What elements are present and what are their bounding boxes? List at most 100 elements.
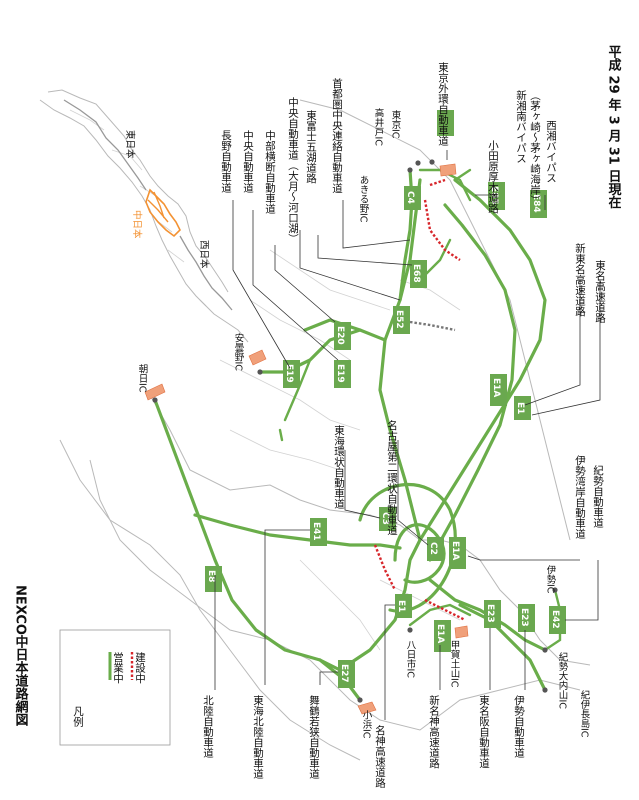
label-nagano: 長野自動車道 <box>220 130 232 193</box>
ic-label-takaido: 高井戸IC <box>373 107 385 146</box>
label-kisei: 紀勢自動車道 <box>592 464 604 528</box>
road-odawara <box>453 168 472 182</box>
road-hokuriku <box>153 398 342 672</box>
code-e19b: E19 <box>335 364 345 383</box>
label-tokai-kanjo: 東海環状自動車道 <box>333 424 345 509</box>
flag-azumino <box>248 349 267 366</box>
road-tokai-kanjo <box>358 483 457 613</box>
code-e68: E68 <box>411 264 421 283</box>
ic-label-azumino: 安曇野IC <box>233 332 245 371</box>
code-e19a: E19 <box>284 364 294 383</box>
ic-markers <box>144 159 558 715</box>
code-e1a: E1 <box>515 402 525 414</box>
label-hokuriku: 北陸自動車道 <box>202 695 214 758</box>
label-chubu-odan: 中部横断自動車道 <box>264 129 276 214</box>
code-e1aa: E1A <box>491 378 501 397</box>
ic-label-kokashi: 甲賀土山IC <box>449 640 461 688</box>
ic-label-iseic: 伊勢IC <box>545 564 557 593</box>
legend: 凡例 営業中 建設中 <box>59 629 171 746</box>
ic-dot-tokyo <box>429 159 435 165</box>
road-e20-loop <box>303 318 362 332</box>
code-e84: E84 <box>531 194 541 213</box>
code-e20: E20 <box>335 326 345 345</box>
map-title: NEXCO中日本道路網図 <box>13 585 29 727</box>
code-e41: E41 <box>311 522 321 541</box>
code-e1ab: E1A <box>450 541 460 560</box>
label-higashifuji: 東富士五湖道路 <box>305 109 317 184</box>
ic-dot-kiinagashima <box>542 687 548 693</box>
code-e27: E27 <box>339 664 349 683</box>
code-e1b: E1 <box>396 600 406 612</box>
inset-east-label: 東日本 <box>124 130 136 159</box>
ic-label-obama: 小浜IC <box>361 710 373 739</box>
road-tomei <box>418 178 547 542</box>
legend-box <box>59 629 171 746</box>
road-ise <box>458 603 547 692</box>
code-e1ac: E1A <box>435 624 445 643</box>
label-nagoya2: 名古屋第二環状自動車道 <box>386 419 398 535</box>
ic-dot-obama <box>357 697 363 703</box>
flag-kokashi <box>454 625 469 639</box>
ic-label-yokkaichi: 八日市IC <box>405 640 417 678</box>
flag-asahi <box>144 383 166 401</box>
road-labels: 長野自動車道 中央自動車道 中部横断自動車道 中央自動車道（大月〜河口湖） 東富… <box>202 61 606 789</box>
inset-japan-map: 東日本 中日本 西日本 <box>39 89 249 343</box>
code-c4: C4 <box>405 191 415 204</box>
ic-dot-iseic <box>552 587 558 593</box>
constr-shinmeishin <box>424 598 466 622</box>
label-tomei: 東名高速道路 <box>594 259 606 324</box>
road-tokai-hokuriku <box>193 513 402 550</box>
label-chuo: 中央自動車道 <box>242 129 254 193</box>
ic-dot-asahi <box>152 397 158 403</box>
label-maizuru: 舞鶴若狭自動車道 <box>308 695 320 779</box>
ic-label-kiinagashima: 紀伊長島IC <box>579 689 591 737</box>
code-c2: C2 <box>428 542 438 555</box>
label-chuo-fuji: 中央自動車道（大月〜河口湖） <box>287 96 299 244</box>
label-odawara: 小田原厚木道路 <box>487 140 499 214</box>
label-higashimeihan: 東名阪自動車道 <box>478 694 490 768</box>
label-shinsho-sub: （茅ヶ崎〜茅ヶ崎海岸） <box>529 90 541 206</box>
label-seisho: 西湘バイパス <box>545 120 557 183</box>
label-shinsho: 新湘南バイパス <box>515 89 527 163</box>
ic-dot-takaido <box>415 160 421 166</box>
road-shintomei <box>428 203 517 562</box>
label-tokyo-gaikan: 東京外環自動車道 <box>437 61 449 146</box>
ic-label-asahi: 朝日IC <box>137 364 149 393</box>
ic-dot-kiseiouchiyama <box>542 647 548 653</box>
ic-labels: 高井戸IC 東京IC あきる野IC 安曇野IC 朝日IC 小浜IC 八日市IC … <box>137 107 591 738</box>
label-shintomei: 新東名高速道路 <box>574 242 586 317</box>
ic-label-kiseiouchiyama: 紀勢大内山IC <box>557 651 569 709</box>
code-box-c3a <box>437 110 454 136</box>
road-shinmeishin <box>408 603 472 627</box>
ic-dot-yokkaichi <box>407 627 413 633</box>
code-e52: E52 <box>394 310 404 329</box>
code-e42: E42 <box>550 610 560 629</box>
road-nagano-stub <box>278 428 284 442</box>
leader-lines <box>214 150 601 720</box>
ic-label-tokyo: 東京IC <box>390 109 402 138</box>
constr-ken-o <box>423 199 461 261</box>
as-of-date: 平成 29 年 3 月 31 日現在 <box>606 45 623 210</box>
code-c3a: C3 <box>452 119 462 132</box>
label-meishin: 名神高速道路 <box>374 724 386 789</box>
ic-label-akirunono: あきる野IC <box>358 175 370 223</box>
route-codes: C3 C4 E85 E84 E68 E52 E20 E19 E19 E1A E1… <box>205 110 566 688</box>
label-shinmeishin: 新名神高速道路 <box>428 694 440 769</box>
code-e23b: E23 <box>519 608 529 627</box>
label-isewangan: 伊勢湾岸自動車道 <box>574 455 586 539</box>
legend-open-label: 営業中 <box>112 651 124 684</box>
legend-heading: 凡例 <box>72 706 84 728</box>
flag-tokyo <box>439 163 457 177</box>
legend-construction-label: 建設中 <box>134 651 146 684</box>
code-c3b: C3 <box>380 512 390 525</box>
code-e23a: E23 <box>485 604 495 623</box>
ic-dot-akirunono <box>407 167 413 173</box>
constr-chubu-odan <box>409 320 456 332</box>
flag-obama <box>357 701 377 715</box>
inset-central-label: 中日本 <box>131 210 143 239</box>
road-e19-west <box>258 328 387 374</box>
inset-west-label: 西日本 <box>198 240 210 269</box>
ic-dot-azumino <box>257 369 263 375</box>
label-ken-o: 首都圏中央連絡自動車道 <box>331 77 343 193</box>
